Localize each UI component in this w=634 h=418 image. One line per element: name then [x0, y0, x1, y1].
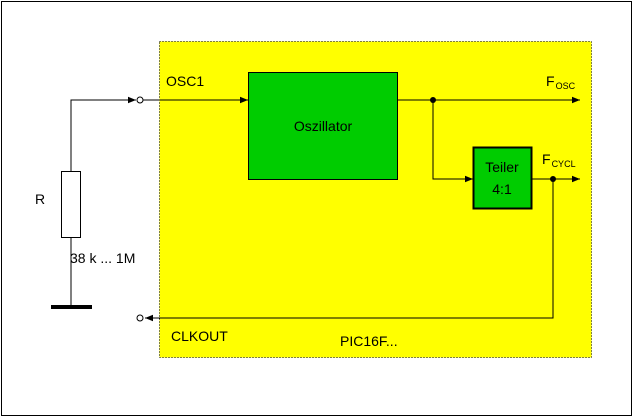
ground-symbol — [51, 305, 92, 309]
oscillator-label: Oszillator — [294, 118, 353, 134]
resistor-range-label: 38 k ... 1M — [70, 250, 135, 266]
oscillator-block — [248, 72, 398, 180]
clkout-pin-terminal — [136, 314, 144, 322]
fcycl-label-subscript: CYCL — [552, 159, 576, 169]
fcycl-label-main: F — [542, 151, 551, 167]
osc1-pin-terminal — [136, 96, 144, 104]
fosc-label: FOSC — [546, 73, 576, 91]
resistor-label: R — [35, 191, 45, 207]
teiler-label-line1: Teiler — [485, 159, 519, 175]
chip-label: PIC16F... — [340, 333, 398, 349]
fosc-label-main: F — [546, 73, 555, 89]
clkout-label: CLKOUT — [171, 328, 228, 344]
clkout-wire — [145, 179, 554, 322]
osc1-label: OSC1 — [166, 73, 204, 89]
teiler-block — [472, 146, 533, 210]
teiler-input-wire — [432, 100, 473, 183]
teiler-label-line2: 4:1 — [492, 181, 512, 197]
fosc-label-subscript: OSC — [556, 81, 576, 91]
fcycl-label: FCYCL — [542, 151, 576, 169]
resistor-symbol — [61, 171, 81, 238]
